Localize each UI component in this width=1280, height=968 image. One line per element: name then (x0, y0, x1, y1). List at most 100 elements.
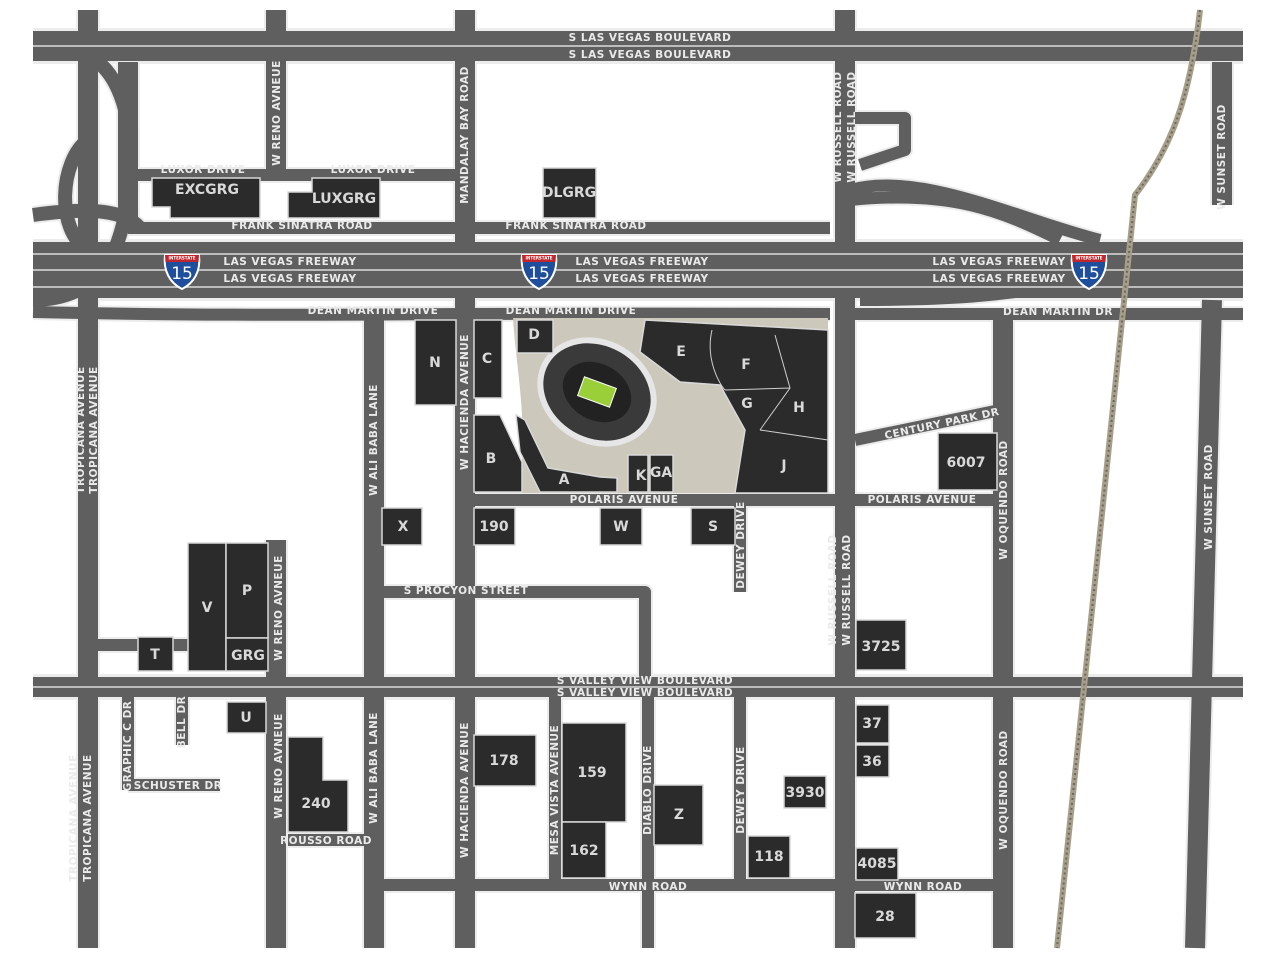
road-labels: S LAS VEGAS BOULEVARD S LAS VEGAS BOULEV… (68, 32, 1228, 893)
lot-dividers (709, 329, 829, 441)
lot-K[interactable] (627, 454, 649, 493)
svg-text:C: C (482, 351, 492, 367)
svg-text:LAS VEGAS FREEWAY: LAS VEGAS FREEWAY (575, 256, 708, 268)
svg-text:S VALLEY VIEW BOULEVARD: S VALLEY VIEW BOULEVARD (557, 687, 733, 699)
svg-text:3725: 3725 (862, 639, 901, 655)
svg-text:190: 190 (479, 519, 508, 535)
svg-text:J: J (780, 458, 786, 474)
lot-W[interactable] (599, 507, 643, 546)
lot-U[interactable] (226, 701, 267, 734)
svg-text:W OQUENDO ROAD: W OQUENDO ROAD (998, 730, 1010, 849)
svg-text:W RUSSELL ROAD: W RUSSELL ROAD (841, 534, 853, 645)
svg-text:ROUSSO ROAD: ROUSSO ROAD (280, 835, 372, 847)
svg-text:MESA VISTA AVENUE: MESA VISTA AVENUE (549, 725, 561, 855)
svg-text:W RENO AVNEUE: W RENO AVNEUE (273, 713, 285, 819)
lot-3930[interactable] (783, 775, 827, 809)
svg-text:INTERSTATE: INTERSTATE (526, 256, 553, 261)
lot-3725[interactable] (855, 619, 907, 671)
lot-D[interactable] (516, 319, 554, 354)
svg-text:V: V (202, 600, 213, 616)
svg-text:POLARIS AVENUE: POLARIS AVENUE (868, 494, 977, 506)
lot-240[interactable] (287, 736, 349, 833)
svg-text:36: 36 (862, 754, 881, 770)
lot-190[interactable] (473, 507, 516, 546)
lot-GRG[interactable] (225, 637, 269, 672)
svg-text:DLGRG: DLGRG (542, 185, 596, 201)
svg-text:N: N (429, 355, 441, 371)
lot-EFGHJ[interactable] (639, 319, 829, 494)
lot-X[interactable] (381, 507, 423, 546)
svg-text:S LAS VEGAS BOULEVARD: S LAS VEGAS BOULEVARD (569, 49, 732, 61)
svg-text:MANDALAY BAY ROAD: MANDALAY BAY ROAD (459, 66, 471, 204)
lot-Z[interactable] (653, 784, 704, 846)
lane-lines (33, 45, 1243, 688)
lot-V[interactable] (187, 542, 227, 672)
lot-6007[interactable] (937, 432, 998, 491)
svg-text:GRAPHIC C DR: GRAPHIC C DR (122, 701, 134, 792)
lot-P[interactable] (225, 542, 269, 639)
svg-text:INTERSTATE: INTERSTATE (1076, 256, 1103, 261)
stadium (537, 337, 657, 447)
lot-178[interactable] (473, 734, 537, 787)
svg-text:LUXOR DRIVE: LUXOR DRIVE (161, 164, 246, 176)
lot-162[interactable] (561, 821, 607, 879)
svg-text:U: U (240, 710, 251, 726)
lot-EXCGRG[interactable] (151, 177, 261, 219)
lot-28[interactable] (854, 892, 917, 939)
lot-T[interactable] (137, 636, 174, 672)
svg-text:15: 15 (171, 264, 193, 284)
svg-text:W RUSSELL ROAD: W RUSSELL ROAD (832, 71, 844, 182)
svg-text:GA: GA (650, 465, 672, 481)
lot-36[interactable] (855, 744, 890, 778)
svg-text:H: H (793, 400, 805, 416)
svg-text:WYNN ROAD: WYNN ROAD (884, 881, 963, 893)
lot-B[interactable] (473, 414, 523, 493)
svg-text:W RUSSELL ROAD: W RUSSELL ROAD (846, 71, 858, 182)
svg-text:S VALLEY VIEW BOULEVARD: S VALLEY VIEW BOULEVARD (557, 675, 733, 687)
svg-text:W ALI BABA LANE: W ALI BABA LANE (368, 384, 380, 496)
svg-text:TROPICANA AVENUE: TROPICANA AVENUE (75, 366, 87, 493)
lot-GA[interactable] (649, 454, 674, 493)
lot-4085[interactable] (855, 847, 899, 881)
svg-text:DEWEY DRIVE: DEWEY DRIVE (735, 501, 747, 588)
svg-text:W: W (613, 519, 628, 535)
svg-text:LAS VEGAS FREEWAY: LAS VEGAS FREEWAY (575, 273, 708, 285)
svg-text:240: 240 (301, 796, 330, 812)
svg-text:G: G (741, 396, 753, 412)
svg-text:15: 15 (528, 264, 550, 284)
svg-text:P: P (242, 583, 252, 599)
svg-text:6007: 6007 (947, 455, 986, 471)
lot-A[interactable] (515, 413, 618, 493)
lot-S[interactable] (690, 507, 736, 546)
lot-159[interactable] (561, 722, 627, 823)
lot-labels: EXCGRG LUXGRG DLGRG N C D B A E F G H J … (150, 182, 985, 925)
svg-text:GRG: GRG (231, 648, 265, 664)
svg-text:TROPICANA AVENUE: TROPICANA AVENUE (88, 366, 100, 493)
svg-text:TROPICANA AVENUE: TROPICANA AVENUE (68, 754, 80, 881)
svg-text:DEWEY DRIVE: DEWEY DRIVE (735, 746, 747, 833)
svg-text:X: X (398, 519, 409, 535)
lot-37[interactable] (855, 704, 890, 744)
svg-text:TROPICANA AVENUE: TROPICANA AVENUE (82, 754, 94, 881)
svg-text:W RENO AVNEUE: W RENO AVNEUE (271, 60, 283, 166)
svg-text:S PROCYON STREET: S PROCYON STREET (404, 585, 529, 597)
lot-N[interactable] (414, 319, 457, 406)
lot-LUXGRG[interactable] (287, 177, 381, 219)
svg-text:LAS VEGAS FREEWAY: LAS VEGAS FREEWAY (932, 273, 1065, 285)
svg-text:W HACIENDA AVENUE: W HACIENDA AVENUE (459, 334, 471, 470)
svg-text:W RUSSELL ROAD: W RUSSELL ROAD (827, 534, 839, 645)
svg-text:4085: 4085 (858, 856, 897, 872)
svg-text:FRANK SINATRA ROAD: FRANK SINATRA ROAD (231, 220, 372, 232)
lot-DLGRG[interactable] (542, 167, 597, 219)
svg-text:D: D (528, 327, 540, 343)
lot-C[interactable] (473, 319, 503, 399)
svg-text:W OQUENDO ROAD: W OQUENDO ROAD (998, 440, 1010, 559)
svg-text:162: 162 (569, 843, 598, 859)
svg-text:W ALI BABA LANE: W ALI BABA LANE (368, 712, 380, 824)
svg-text:S: S (708, 519, 718, 535)
lot-118[interactable] (747, 835, 791, 879)
svg-text:DEAN MARTIN DRIVE: DEAN MARTIN DRIVE (308, 305, 439, 317)
interstate-shield-icon: INTERSTATE 15 (1070, 254, 1108, 291)
svg-text:S LAS VEGAS BOULEVARD: S LAS VEGAS BOULEVARD (569, 32, 732, 44)
